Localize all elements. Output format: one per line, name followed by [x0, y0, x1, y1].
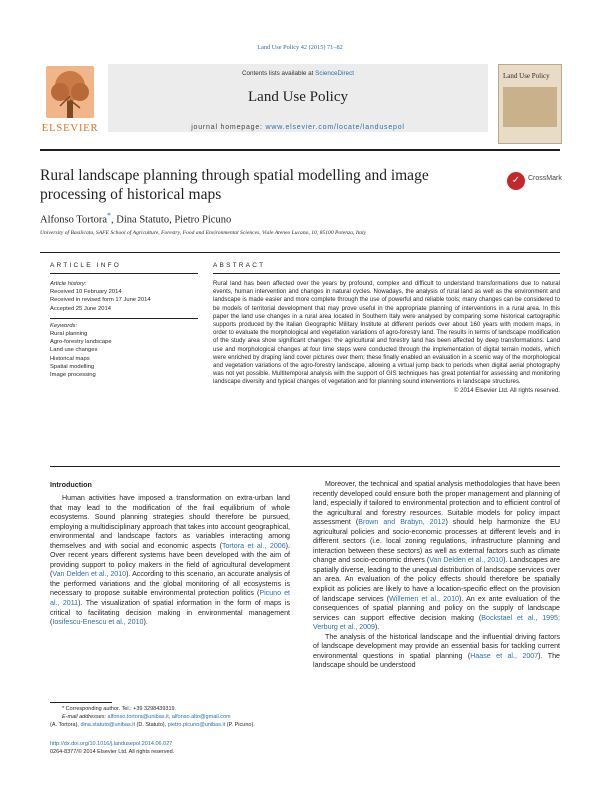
paragraph-text: ). According to this scenario, an accura… [50, 570, 290, 598]
paragraph-text: ). The landscape should be understood [313, 651, 561, 670]
crossmark-icon: ✓ [507, 172, 525, 190]
introduction-heading: Introduction [50, 480, 92, 489]
citation-link[interactable]: Bockstael et al., 1995; Verburg et al., … [313, 613, 560, 632]
article-title: Rural landscape planning through spatial… [40, 167, 429, 203]
journal-reference[interactable]: Land Use Policy 42 (2015) 71–82 [0, 44, 600, 51]
citation-link[interactable]: Willemen et al., 2010 [389, 594, 459, 603]
keyword-item: Land use changes [50, 347, 98, 354]
paragraph-text: ). An ex ante evaluation of the conseque… [313, 594, 560, 622]
history-accepted: Accepted 25 June 2014 [50, 305, 111, 312]
paragraph-text: ). [143, 618, 148, 627]
paragraph-text: ) should help harmonize the EU agricultu… [313, 518, 560, 565]
body-paragraph: The analysis of the historical landscape… [313, 633, 560, 671]
email-line-2: (A. Tortora), dina.statuto@unibas.it (D.… [50, 721, 255, 728]
article-info: Article history: Received 10 February 20… [50, 280, 198, 379]
elsevier-logo: ELSEVIER [40, 66, 100, 136]
cover-image [503, 87, 557, 127]
journal-homepage-line: journal homepage: www.elsevier.com/locat… [191, 124, 405, 131]
citation-link[interactable]: Brown and Brabyn, 2012 [358, 518, 446, 527]
author-list: Alfonso Tortora*, Dina Statuto, Pietro P… [40, 211, 231, 226]
abstract-body: Rural land has been affected over the ye… [213, 280, 560, 395]
paragraph-text: ). Over recent years different systems h… [50, 541, 291, 579]
issn-line: 0264-8377/© 2014 Elsevier Ltd. All right… [50, 748, 175, 755]
abstract-rule [213, 273, 560, 274]
article-info-heading: ARTICLE INFO [50, 262, 122, 269]
footnote-rule [50, 702, 112, 703]
homepage-link[interactable]: www.elsevier.com/locate/landusepol [265, 124, 405, 131]
email-link[interactable]: dina.statuto@unibas.it [80, 721, 135, 728]
paragraph-text: The analysis of the historical landscape… [313, 632, 560, 660]
citation-link[interactable]: Van Delden et al., 2010 [429, 556, 504, 565]
masthead: ELSEVIER Contents lists available at Sci… [40, 64, 562, 144]
email-link[interactable]: pietro.picuno@unibas.it [167, 721, 226, 728]
citation-link[interactable]: Haase et al., 2007 [470, 651, 539, 660]
email-line: E-mail addresses: alfonso.tortora@unibas… [62, 713, 231, 720]
affiliation: University of Basilicata, SAFE School of… [40, 230, 367, 236]
intro-paragraph: Human activities have imposed a transfor… [50, 494, 290, 628]
body-paragraph: Moreover, the technical and spatial anal… [313, 480, 560, 633]
paragraph-text: ). The visualization of spatial informat… [50, 599, 290, 627]
paragraph-text: Moreover, the technical and spatial anal… [313, 480, 560, 527]
corresponding-author-note: * Corresponding author. Tel.: +39 329843… [62, 706, 177, 712]
journal-title: Land Use Policy [248, 89, 348, 105]
author-others: , Dina Statuto, Pietro Picuno [111, 214, 232, 226]
citation-link[interactable]: Iosifescu-Enescu et al., 2010 [52, 618, 144, 627]
keyword-item: Agro-forestry landscape [50, 339, 112, 346]
abstract-heading: ABSTRACT [213, 262, 266, 269]
crossmark-label: CrossMark [528, 175, 562, 182]
abstract-text: Rural land has been affected over the ye… [213, 281, 560, 386]
citation-link[interactable]: Picuno et al., 2011 [50, 589, 291, 608]
cover-title: Land Use Policy [503, 72, 550, 80]
paragraph-text: ). Landscapes are spatially diverse, lea… [313, 556, 560, 603]
keyword-item: Image processing [50, 372, 96, 379]
paragraph-text: Human activities have imposed a transfor… [50, 494, 290, 550]
keyword-item: Historical maps [50, 355, 90, 362]
abstract-copyright: © 2014 Elsevier Ltd. All rights reserved… [454, 387, 560, 394]
keyword-item: Spatial modelling [50, 363, 95, 370]
affiliation-rule [40, 252, 560, 253]
footnotes: * Corresponding author. Tel.: +39 329843… [50, 706, 290, 729]
header-rule [40, 149, 560, 151]
contents-available-line: Contents lists available at ScienceDirec… [241, 70, 354, 77]
left-column: Human activities have imposed a transfor… [50, 494, 290, 628]
keywords-label: Keywords: [50, 322, 78, 329]
tree-logo-icon [46, 66, 94, 118]
publisher-name: ELSEVIER [41, 122, 99, 134]
corresponding-author-mark[interactable]: * [107, 211, 112, 220]
history-revised: Received in revised form 17 June 2014 [50, 297, 151, 304]
citation-link[interactable]: Tortora et al., 2006 [221, 541, 286, 550]
journal-reference-link[interactable]: Land Use Policy 42 (2015) 71–82 [257, 44, 343, 51]
journal-banner: Contents lists available at ScienceDirec… [108, 64, 488, 132]
right-column: Moreover, the technical and spatial anal… [313, 480, 560, 671]
keyword-item: Rural planning [50, 331, 88, 338]
citation-link[interactable]: Van Delden et al., 2010 [52, 570, 127, 579]
doi-link[interactable]: http://dx.doi.org/10.1016/j.landusepol.2… [50, 741, 173, 747]
sciencedirect-link[interactable]: ScienceDirect [315, 70, 354, 77]
doi-block: http://dx.doi.org/10.1016/j.landusepol.2… [50, 741, 290, 757]
history-rule [50, 317, 198, 319]
author-tortora: Alfonso Tortora [40, 214, 108, 226]
email-link[interactable]: alfonso.tortora@unibas.it [107, 713, 169, 720]
paragraph-text: ). [374, 623, 380, 632]
abstract-end-rule [50, 466, 560, 467]
crossmark-badge[interactable]: ✓ CrossMark [507, 170, 562, 194]
article-info-rule [50, 273, 198, 274]
email-link[interactable]: alfonso.alto@gmail.com [171, 713, 231, 720]
history-label: Article history: [50, 281, 87, 287]
history-received: Received 10 February 2014 [50, 289, 122, 296]
journal-cover: Land Use Policy [498, 64, 562, 144]
